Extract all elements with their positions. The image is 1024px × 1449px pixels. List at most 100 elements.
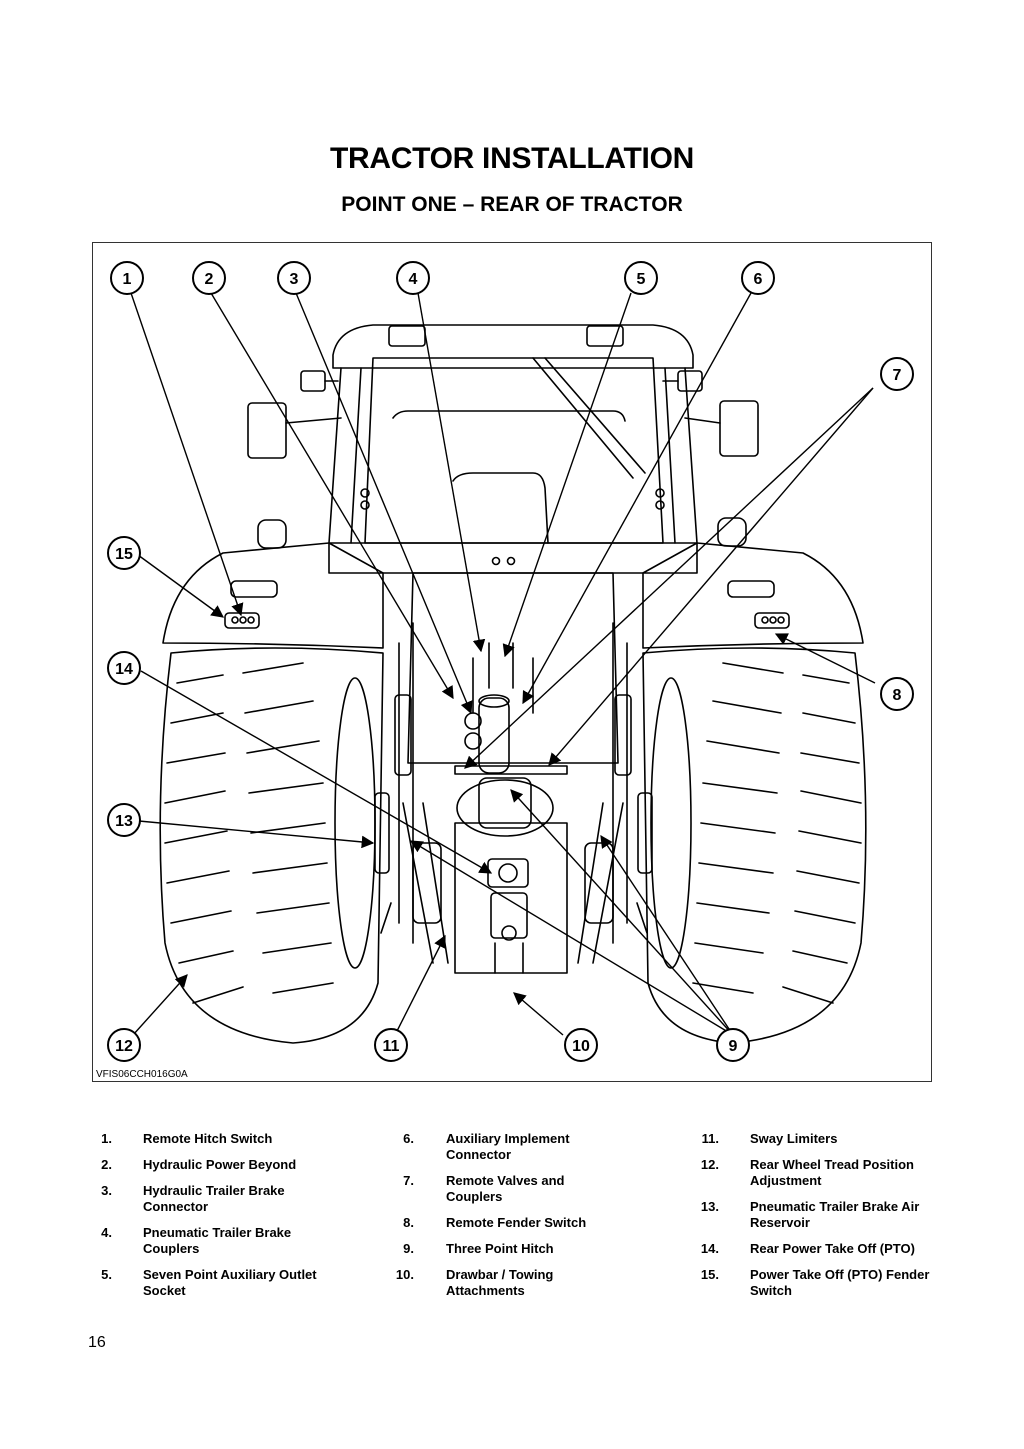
legend-number: 10. xyxy=(395,1267,414,1282)
callout-label: 11 xyxy=(383,1038,400,1055)
legend-text: Hydraulic Trailer Brake Connector xyxy=(143,1183,285,1214)
legend-text: Seven Point Auxiliary Outlet Socket xyxy=(143,1267,317,1298)
callout-circle xyxy=(880,357,914,391)
legend-number: 8. xyxy=(403,1215,414,1230)
legend-item: 5. Seven Point Auxiliary Outlet Socket xyxy=(90,1267,350,1299)
callout-label: 7 xyxy=(893,367,902,384)
callout-6: 6 xyxy=(741,261,775,295)
callout-label: 10 xyxy=(572,1038,590,1055)
legend-number: 5. xyxy=(101,1267,112,1282)
legend-number: 14. xyxy=(700,1241,719,1256)
legend-item: 9. Three Point Hitch xyxy=(392,1241,622,1257)
legend-number: 7. xyxy=(403,1173,414,1188)
callout-label: 5 xyxy=(637,271,646,288)
callout-label: 8 xyxy=(893,687,902,704)
page-subtitle: POINT ONE – REAR OF TRACTOR xyxy=(341,193,683,216)
legend-number: 4. xyxy=(101,1225,112,1240)
legend-text: Remote Valves and Couplers xyxy=(446,1173,565,1204)
legend-item: 15. Power Take Off (PTO) Fender Switch xyxy=(697,1267,947,1299)
page-title: TRACTOR INSTALLATION xyxy=(330,142,694,175)
legend-number: 1. xyxy=(101,1131,112,1146)
figure-code: VFIS06CCH016G0A xyxy=(96,1069,188,1080)
callout-label: 6 xyxy=(754,271,763,288)
callout-circle xyxy=(716,1028,750,1062)
callout-7: 7 xyxy=(880,357,914,391)
legend-text: Rear Power Take Off (PTO) xyxy=(750,1241,915,1256)
tractor-outline xyxy=(159,324,867,1044)
callout-3: 3 xyxy=(277,261,311,295)
legend-text: Sway Limiters xyxy=(750,1131,838,1146)
legend-text: Pneumatic Trailer Brake Couplers xyxy=(143,1225,292,1256)
callout-circle xyxy=(107,1028,141,1062)
legend-text: Power Take Off (PTO) Fender Switch xyxy=(750,1267,930,1298)
legend-number: 3. xyxy=(101,1183,112,1198)
legend-text: Pneumatic Trailer Brake Air Reservoir xyxy=(750,1199,920,1230)
legend-number: 12. xyxy=(700,1157,719,1172)
callout-circle xyxy=(624,261,658,295)
legend-item: 12. Rear Wheel Tread Position Adjustment xyxy=(697,1157,947,1189)
legend-item: 7. Remote Valves and Couplers xyxy=(392,1173,622,1205)
callout-label: 15 xyxy=(115,546,133,563)
callout-15: 15 xyxy=(107,536,141,570)
legend-item: 8. Remote Fender Switch xyxy=(392,1215,622,1231)
callout-circle xyxy=(192,261,226,295)
callout-9: 9 xyxy=(716,1028,750,1062)
legend-item: 10. Drawbar / Towing Attachments xyxy=(392,1267,622,1299)
callout-circle xyxy=(880,677,914,711)
callout-11: 11 xyxy=(374,1028,408,1062)
legend-text: Auxiliary Implement Connector xyxy=(446,1131,570,1162)
callout-label: 2 xyxy=(205,271,214,288)
legend-text: Hydraulic Power Beyond xyxy=(143,1157,297,1172)
legend-text: Three Point Hitch xyxy=(446,1241,554,1256)
callout-circle xyxy=(374,1028,408,1062)
legend-number: 9. xyxy=(403,1241,414,1256)
legend-text: Drawbar / Towing Attachments xyxy=(446,1267,554,1298)
callout-14: 14 xyxy=(107,651,141,685)
legend-item: 4. Pneumatic Trailer Brake Couplers xyxy=(90,1225,350,1257)
callout-10: 10 xyxy=(564,1028,598,1062)
legend-item: 2. Hydraulic Power Beyond xyxy=(90,1157,350,1173)
callout-circle xyxy=(107,651,141,685)
callout-1: 1 xyxy=(110,261,144,295)
legend-item: 13. Pneumatic Trailer Brake Air Reservoir xyxy=(697,1199,947,1231)
legend-item: 14. Rear Power Take Off (PTO) xyxy=(697,1241,947,1257)
callout-circle xyxy=(741,261,775,295)
legend-number: 11. xyxy=(701,1131,719,1146)
callout-label: 1 xyxy=(123,271,132,288)
legend-item: 6. Auxiliary Implement Connector xyxy=(392,1131,622,1163)
callout-label: 3 xyxy=(290,271,299,288)
page-number: 16 xyxy=(88,1334,106,1351)
legend-number: 6. xyxy=(403,1131,414,1146)
legend-item: 11. Sway Limiters xyxy=(697,1131,947,1147)
callout-label: 12 xyxy=(115,1038,133,1055)
legend-text: Rear Wheel Tread Position Adjustment xyxy=(750,1157,914,1188)
callout-8: 8 xyxy=(880,677,914,711)
legend-column-1: 1. Remote Hitch Switch 2. Hydraulic Power … xyxy=(90,1131,350,1309)
legend-text: Remote Hitch Switch xyxy=(143,1131,273,1146)
callout-circle xyxy=(396,261,430,295)
callout-circle xyxy=(277,261,311,295)
legend-number: 13. xyxy=(700,1199,719,1214)
callout-label: 4 xyxy=(409,271,418,288)
callout-5: 5 xyxy=(624,261,658,295)
callout-circle xyxy=(107,803,141,837)
callout-12: 12 xyxy=(107,1028,141,1062)
legend-number: 15. xyxy=(700,1267,719,1282)
callout-label: 9 xyxy=(729,1038,738,1055)
legend-column-3: 11. Sway Limiters 12. Rear Wheel Tread Pos… xyxy=(697,1131,947,1309)
legend-item: 1. Remote Hitch Switch xyxy=(90,1131,350,1147)
callout-circle xyxy=(564,1028,598,1062)
callout-circle xyxy=(107,536,141,570)
callout-label: 14 xyxy=(115,661,133,678)
legend-text: Remote Fender Switch xyxy=(446,1215,587,1230)
legend-number: 2. xyxy=(101,1157,112,1172)
callout-2: 2 xyxy=(192,261,226,295)
callout-circle xyxy=(110,261,144,295)
callout-label: 13 xyxy=(115,813,133,830)
callout-13: 13 xyxy=(107,803,141,837)
callout-leaders xyxy=(130,292,876,1036)
legend-column-2: 6. Auxiliary Implement Connector 7. Remote… xyxy=(392,1131,622,1309)
